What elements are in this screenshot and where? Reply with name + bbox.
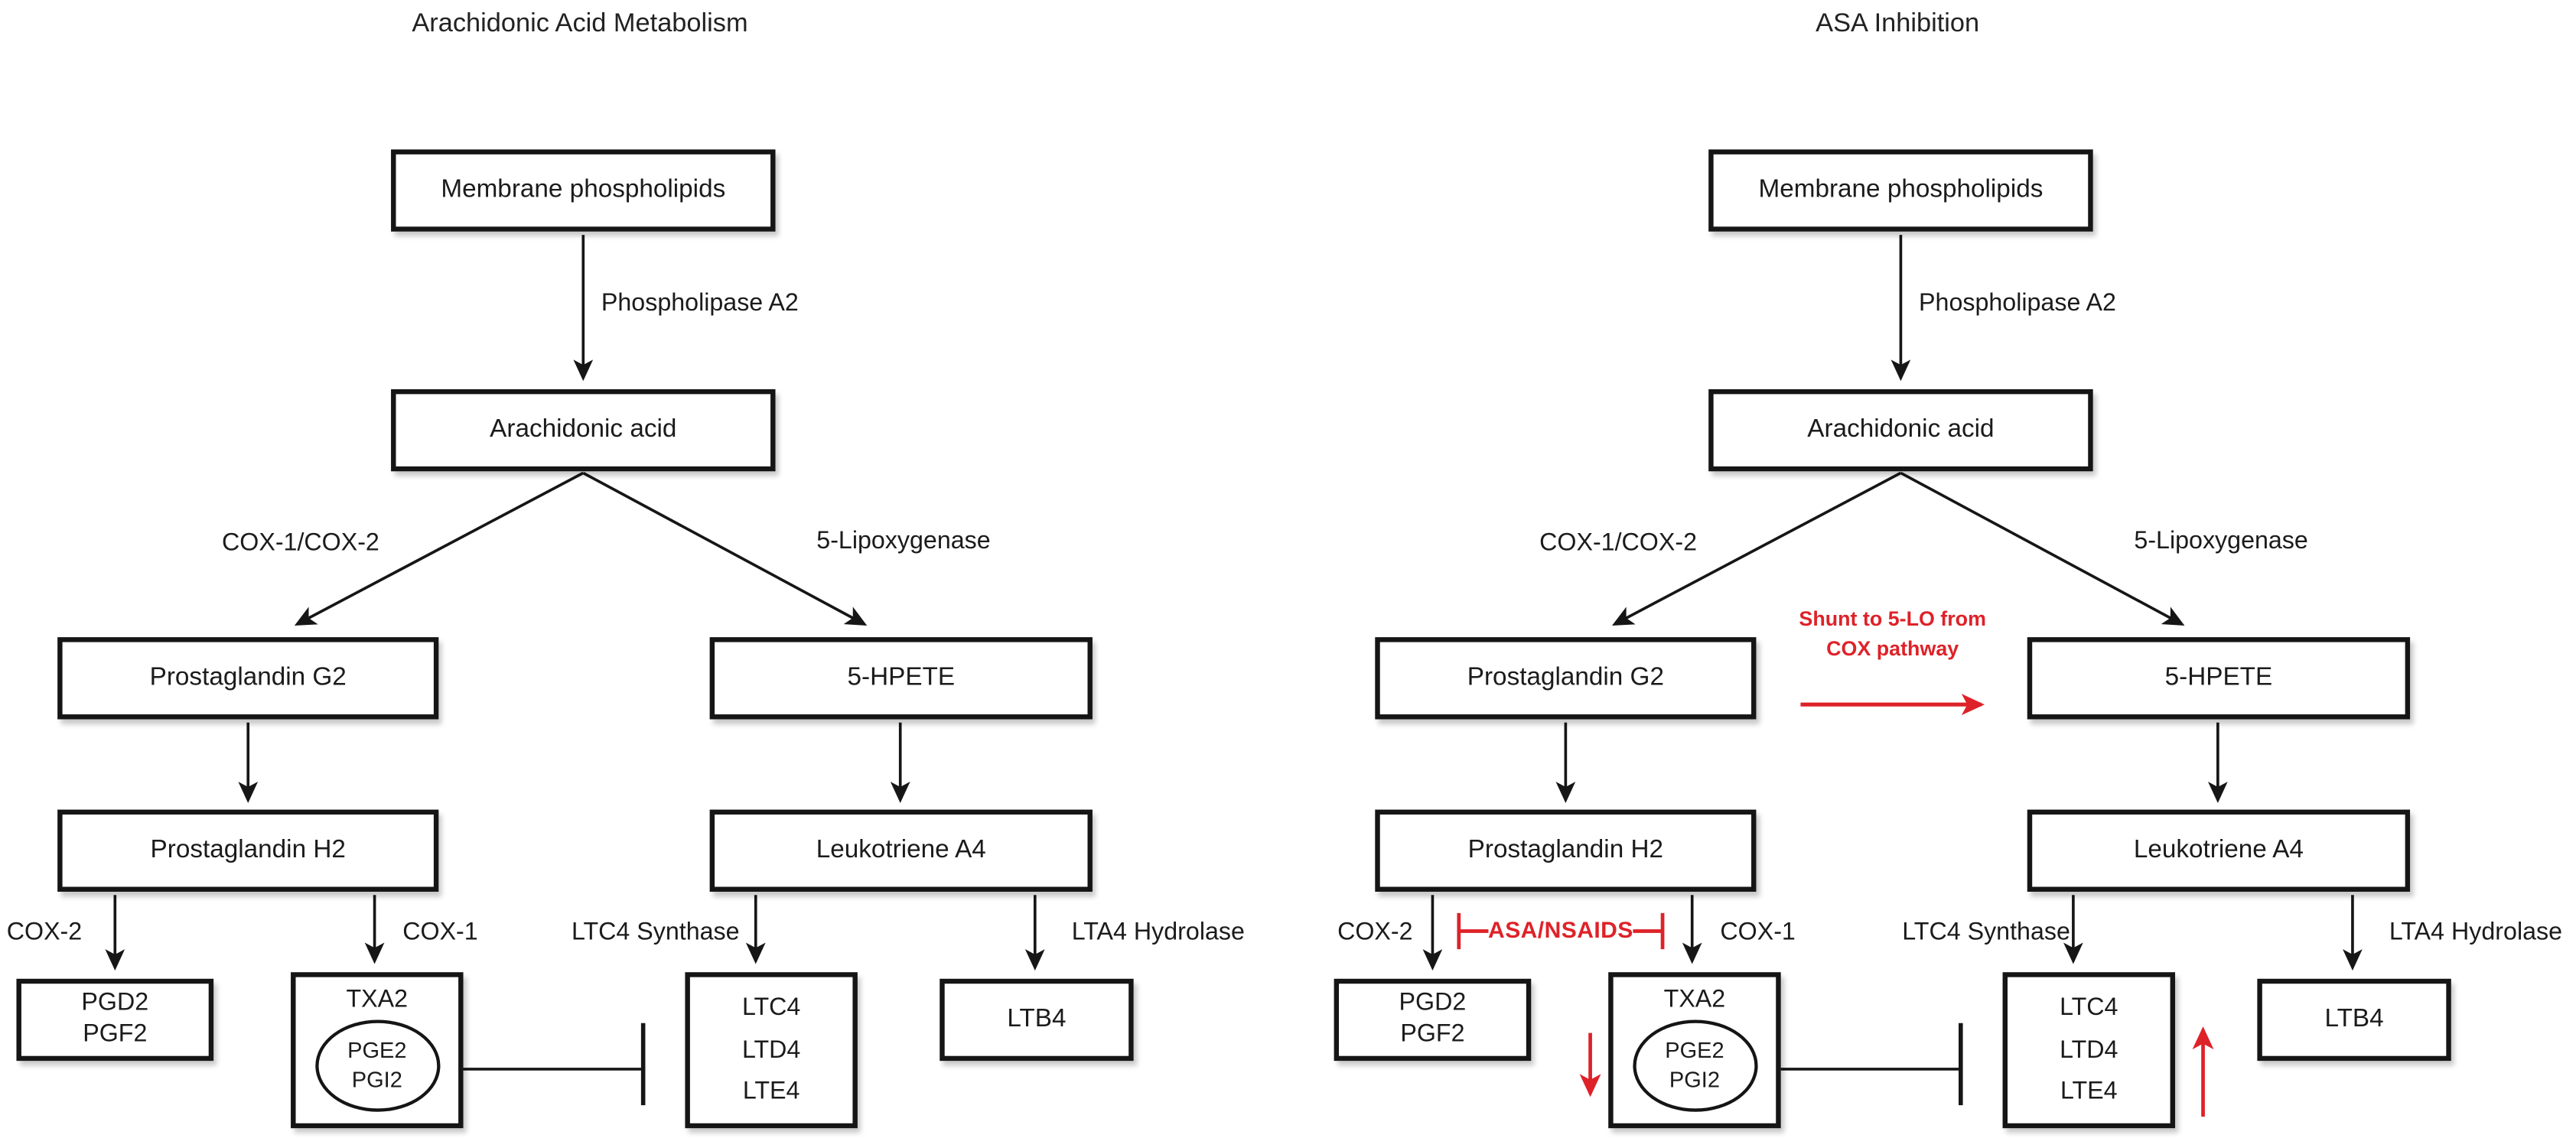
node-ltb4: LTB4 [2257,978,2451,1062]
node-pgd2-pgf2: PGD2 PGF2 [1334,978,1532,1062]
node-arachidonic-acid: Arachidonic acid [391,389,776,472]
node-membrane-phospholipids: Membrane phospholipids [391,149,776,232]
label-shunt-annotation: Shunt to 5-LO from COX pathway [1799,607,1986,661]
label-cox2: COX-2 [6,918,83,946]
label-lta4-hydrolase: LTA4 Hydrolase [2389,918,2563,946]
panel-title: ASA Inhibition [1816,9,1980,38]
node-prostaglandin-g2: Prostaglandin G2 [1375,637,1757,720]
label-5-lipoxygenase: 5-Lipoxygenase [816,527,991,555]
node-5-hpete: 5-HPETE [709,637,1093,720]
label-ltc4-synthase: LTC4 Synthase [571,918,740,946]
label-5-lipoxygenase: 5-Lipoxygenase [2134,527,2308,555]
node-pgd2-pgf2: PGD2 PGF2 [16,978,214,1062]
node-txa2-group: TXA2 PGE2 PGI2 [1608,972,1781,1129]
node-ltc4-ltd4-lte4: LTC4 LTD4 LTE4 [685,972,858,1129]
label-cox1-cox2: COX-1/COX-2 [1539,528,1697,557]
panel-title: Arachidonic Acid Metabolism [412,9,748,38]
node-txa2-group: TXA2 PGE2 PGI2 [291,972,464,1129]
node-leukotriene-a4: Leukotriene A4 [2027,809,2411,892]
node-ltc4-ltd4-lte4: LTC4 LTD4 LTE4 [2002,972,2176,1129]
node-prostaglandin-g2: Prostaglandin G2 [57,637,439,720]
ellipse-pge2-pgi2: PGE2 PGI2 [314,1019,440,1112]
panel-asa-inhibition: ASA Inhibition [1317,0,2576,1138]
label-phospholipase-a2: Phospholipase A2 [1919,288,2116,317]
node-prostaglandin-h2: Prostaglandin H2 [1375,809,1757,892]
node-ltb4: LTB4 [940,978,1134,1062]
label-cox1: COX-1 [402,918,478,946]
label-cox1-cox2: COX-1/COX-2 [222,528,379,557]
ellipse-pge2-pgi2: PGE2 PGI2 [1632,1019,1757,1112]
label-asa-nsaids: ASA/NSAIDS [1488,916,1633,943]
label-cox2: COX-2 [1337,918,1413,946]
node-leukotriene-a4: Leukotriene A4 [709,809,1093,892]
node-prostaglandin-h2: Prostaglandin H2 [57,809,439,892]
node-arachidonic-acid: Arachidonic acid [1708,389,2093,472]
panel-arachidonic-metabolism: Arachidonic Acid Metabolism [0,0,1262,1138]
label-phospholipase-a2: Phospholipase A2 [601,288,799,317]
label-lta4-hydrolase: LTA4 Hydrolase [1071,918,1245,946]
label-cox1: COX-1 [1720,918,1796,946]
node-5-hpete: 5-HPETE [2027,637,2411,720]
node-membrane-phospholipids: Membrane phospholipids [1708,149,2093,232]
label-ltc4-synthase: LTC4 Synthase [1902,918,2070,946]
